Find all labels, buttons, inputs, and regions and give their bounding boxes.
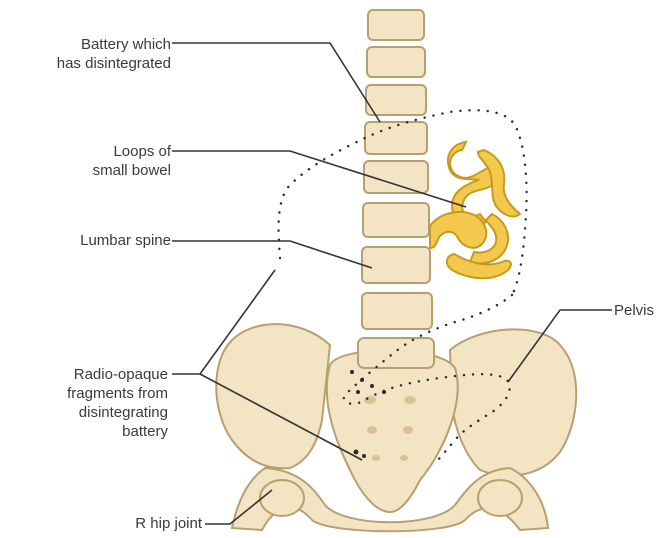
bowel-loop-3 xyxy=(430,212,486,248)
right-femoral-head xyxy=(260,480,304,516)
battery-label-line-2: has disintegrated xyxy=(57,54,171,73)
right-iliac-wing xyxy=(450,329,576,475)
vertebra-8 xyxy=(362,293,432,329)
hip-label-text: R hip joint xyxy=(135,514,202,533)
bowel-label-line-2: small bowel xyxy=(93,161,171,180)
lumbar-label-text: Lumbar spine xyxy=(80,231,171,250)
vertebra-9 xyxy=(358,338,434,368)
hip-label: R hip joint xyxy=(135,514,202,533)
battery-label: Battery which has disintegrated xyxy=(57,35,171,73)
vertebra-7 xyxy=(362,247,430,283)
fragment-dot xyxy=(370,384,374,388)
small-bowel-loops xyxy=(430,142,520,278)
fragment-dot xyxy=(350,370,354,374)
vertebra-2 xyxy=(367,47,425,77)
vertebra-6 xyxy=(363,203,429,237)
fragment-dot xyxy=(356,390,360,394)
pelvis-label: Pelvis xyxy=(614,301,654,320)
leader-battery xyxy=(172,43,380,122)
sacral-foramen-5 xyxy=(372,455,380,461)
pelvis-label-text: Pelvis xyxy=(614,301,654,320)
fragment-dot xyxy=(382,390,386,394)
sacral-foramen-3 xyxy=(367,426,377,434)
left-femoral-head xyxy=(478,480,522,516)
fragments-label-line-3: disintegrating xyxy=(67,403,168,422)
sacral-foramen-2 xyxy=(404,396,416,404)
lumbar-label: Lumbar spine xyxy=(80,231,171,250)
bowel-label: Loops of small bowel xyxy=(93,142,171,180)
fragments-label-line-2: fragments from xyxy=(67,384,168,403)
fragment-dot xyxy=(354,450,359,455)
lumbar-spine xyxy=(358,10,434,368)
sacral-foramen-1 xyxy=(364,396,376,404)
vertebra-4 xyxy=(365,122,427,154)
fragment-dot xyxy=(362,454,366,458)
fragment-dot xyxy=(360,378,364,382)
bowel-label-line-1: Loops of xyxy=(93,142,171,161)
left-iliac-wing xyxy=(216,324,330,468)
sacral-foramen-6 xyxy=(400,455,408,461)
sacral-foramen-4 xyxy=(403,426,413,434)
leader-lumbar xyxy=(172,241,372,268)
fragments-label-line-4: battery xyxy=(67,422,168,441)
fragments-label-line-1: Radio-opaque xyxy=(67,365,168,384)
battery-label-line-1: Battery which xyxy=(57,35,171,54)
sacrum xyxy=(327,350,458,512)
fragments-label: Radio-opaque fragments from disintegrati… xyxy=(67,365,168,441)
vertebra-3 xyxy=(366,85,426,115)
vertebra-1 xyxy=(368,10,424,40)
